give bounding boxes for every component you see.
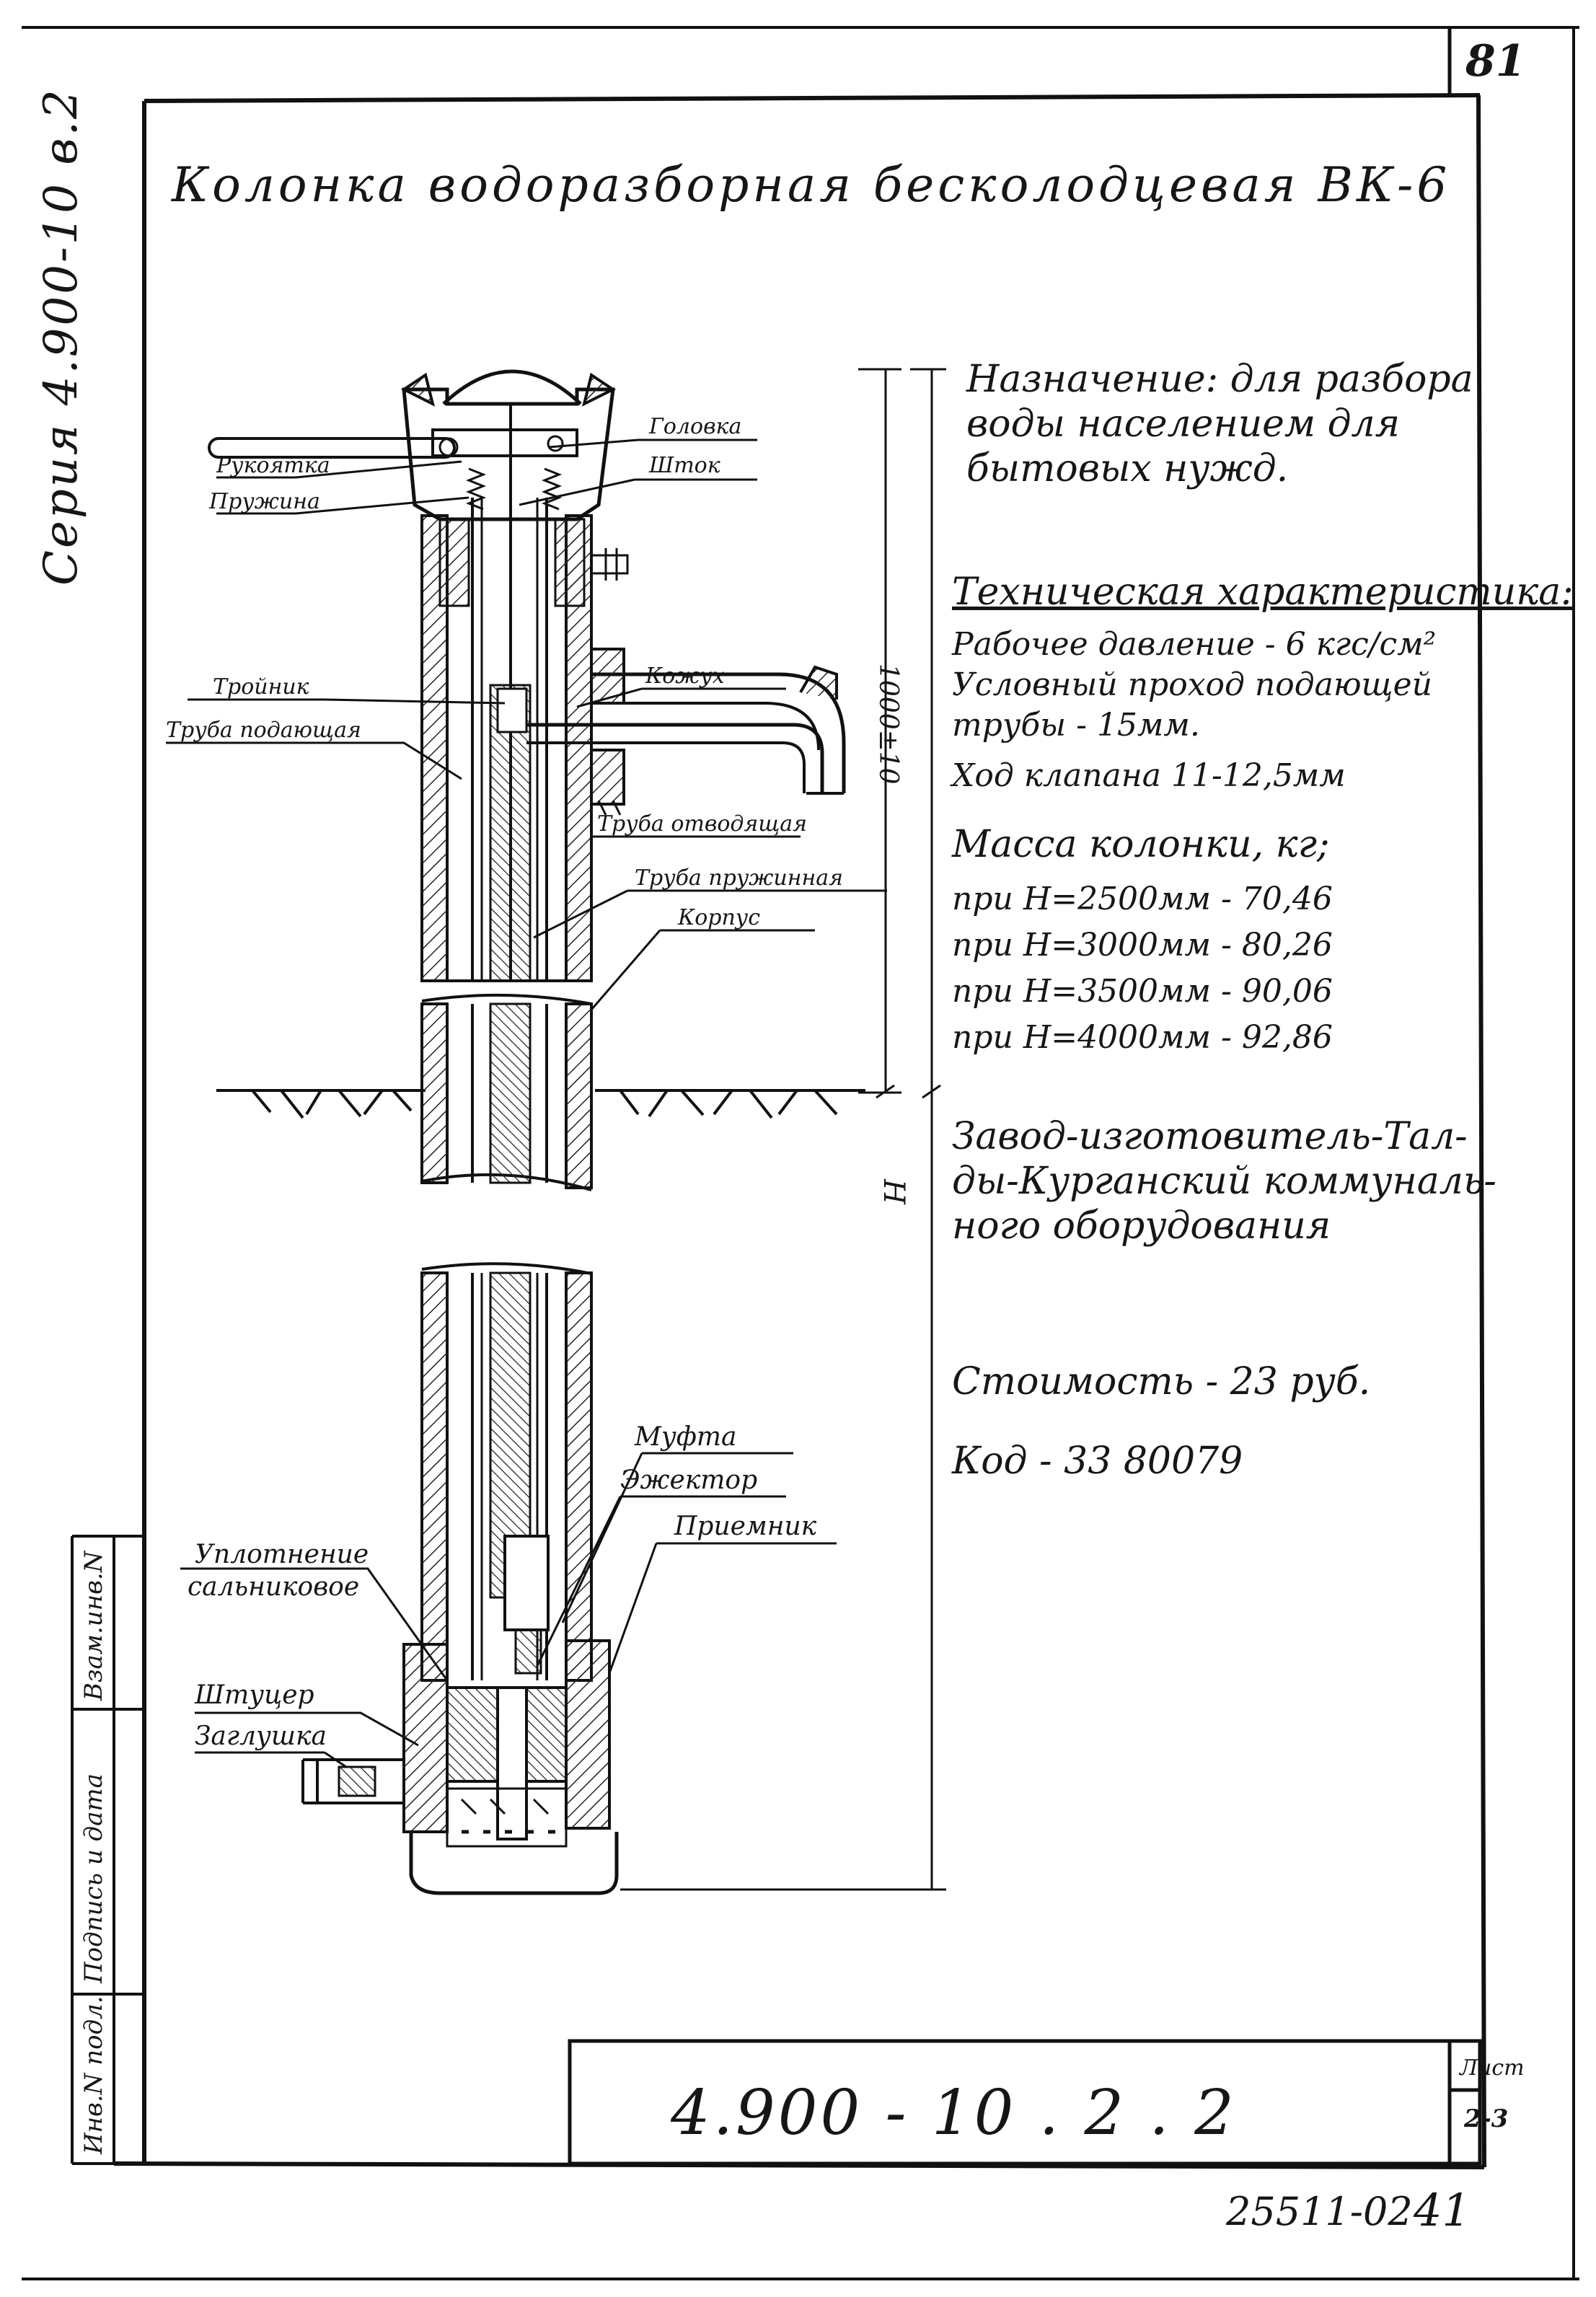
- label-shtok: Шток: [649, 453, 720, 478]
- label-troynik: Тройник: [213, 674, 309, 700]
- factory-block: Завод-изготовитель-Тал- ды-Курганский ко…: [952, 1114, 1496, 1248]
- factory-line: ды-Курганский коммуналь-: [952, 1160, 1496, 1203]
- tech-heading: Техническая характеристика:: [952, 570, 1574, 614]
- mass-row: при H=3000мм - 80,26: [952, 927, 1333, 964]
- label-pruzhina: Пружина: [209, 489, 320, 514]
- mass-block: при H=2500мм - 70,46 при H=3000мм - 80,2…: [952, 876, 1333, 1061]
- corner-number: 81: [1465, 36, 1526, 87]
- leader-lines: [166, 438, 887, 1768]
- outer-frame: [22, 26, 1579, 2280]
- dimension-1000: 1000±10: [873, 663, 903, 785]
- series-text: Серия 4.900-10 в.2: [35, 87, 88, 586]
- side-cell-vzam: Взам.инв.N: [72, 1536, 117, 1709]
- tech-line: Рабочее давление - 6 кгс/см²: [952, 626, 1437, 663]
- tech-line: трубы - 15мм.: [952, 707, 1200, 744]
- mass-heading: Масса колонки, кг;: [952, 823, 1330, 866]
- column-middle: [420, 1002, 593, 1189]
- column-lower: [301, 1271, 619, 1895]
- tech-line: Ход клапана 11-12,5мм: [952, 757, 1346, 794]
- purpose-line: Назначение: для разбора: [966, 358, 1473, 401]
- column-upper: [208, 369, 846, 982]
- label-kozhukh: Кожух: [645, 663, 725, 689]
- label-rukoyatka: Рукоятка: [216, 453, 330, 478]
- bottom-page: 41: [1414, 2184, 1471, 2236]
- label-priemnik: Приемник: [674, 1512, 817, 1541]
- dimension-H: H: [877, 1179, 910, 1204]
- tech-block: Рабочее давление - 6 кгс/см² Условный пр…: [952, 625, 1436, 796]
- factory-line: Завод-изготовитель-Тал-: [952, 1115, 1468, 1158]
- dimension-lines: [620, 368, 946, 1891]
- mass-row: при H=2500мм - 70,46: [952, 881, 1333, 917]
- mass-row: при H=3500мм - 90,06: [952, 973, 1333, 1010]
- purpose-line: воды населением для: [966, 402, 1401, 446]
- tech-line: Условный проход подающей: [952, 666, 1432, 703]
- code: Код - 33 80079: [952, 1440, 1243, 1483]
- side-stamp-grid: [71, 1535, 144, 2165]
- side-cell-text: Подпись и дата: [79, 1773, 108, 1983]
- side-cell-text: Инв.N подл.: [79, 1996, 108, 2154]
- label-shtutser: Штуцер: [195, 1680, 314, 1710]
- stamp-code: 4.900 - 10 . 2 . 2: [671, 2077, 1237, 2149]
- side-cell-podpis: Подпись и дата: [72, 1709, 117, 1994]
- label-truba-podayushchaya: Труба подающая: [166, 718, 361, 743]
- ground-line: [216, 1089, 865, 1119]
- side-cell-inv: Инв.N подл.: [72, 1994, 117, 2164]
- sheet-label: Лист: [1460, 2055, 1525, 2081]
- label-truba-otvodyashchaya: Труба отводящая: [597, 811, 808, 837]
- label-ezhektor: Эжектор: [620, 1465, 758, 1495]
- purpose-line: бытовых нужд.: [966, 447, 1289, 490]
- factory-line: ного оборудования: [952, 1204, 1331, 1248]
- bottom-code: 25511-02: [1226, 2189, 1413, 2234]
- inner-frame: [113, 29, 1486, 2169]
- label-uplotnenie: Уплотнение: [195, 1540, 369, 1569]
- label-mufta: Муфта: [635, 1422, 737, 1452]
- purpose-block: Назначение: для разбора воды населением …: [966, 357, 1473, 491]
- label-zaglushka: Заглушка: [195, 1721, 327, 1751]
- title-block: [568, 2039, 1482, 2166]
- label-golovka: Головка: [649, 414, 742, 439]
- sheet-number: 2-3: [1464, 2104, 1509, 2133]
- side-cell-text: Взам.инв.N: [79, 1551, 108, 1701]
- label-truba-pruzhinnaya: Труба пружинная: [635, 865, 843, 891]
- page-title: Колонка водоразборная бесколодцевая ВК-6: [172, 157, 1451, 213]
- cost: Стоимость - 23 руб.: [952, 1360, 1371, 1403]
- series-label: Серия 4.900-10 в.2: [22, 87, 101, 591]
- label-korpus: Корпус: [678, 905, 761, 930]
- mass-row: при H=4000мм - 92,86: [952, 1019, 1333, 1056]
- label-salnikovoe: сальниковое: [188, 1572, 360, 1602]
